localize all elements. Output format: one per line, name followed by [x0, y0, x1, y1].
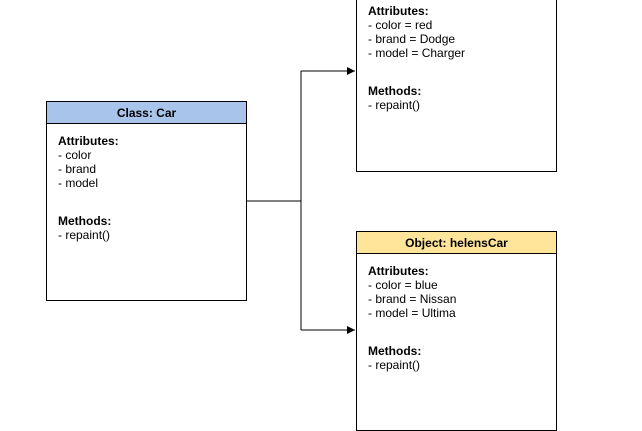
- object-top-attribute: - color = red: [368, 18, 433, 32]
- object-helenscar-method: - repaint(): [368, 358, 421, 372]
- object-top-attributes-title: Attributes:: [368, 4, 429, 18]
- object-top-method: - repaint(): [368, 98, 421, 112]
- class-methods-title: Methods:: [58, 214, 112, 228]
- object-helenscar-body: Attributes: - color = blue - brand = Nis…: [357, 254, 556, 372]
- object-top-methods-title: Methods:: [368, 84, 422, 98]
- class-car-body: Attributes: - color - brand - model Meth…: [47, 124, 246, 242]
- object-top-attribute: - brand = Dodge: [368, 32, 456, 46]
- class-attribute: - color: [58, 148, 92, 162]
- object-helenscar-attributes-title: Attributes:: [368, 264, 429, 278]
- object-helenscar-attribute: - model = Ultima: [368, 306, 456, 320]
- class-attribute: - brand: [58, 162, 97, 176]
- object-helenscar-attribute: - color = blue: [368, 278, 438, 292]
- object-top-attribute: - model = Charger: [368, 46, 466, 60]
- class-method: - repaint(): [58, 228, 111, 242]
- object-helenscar-box[interactable]: Object: helensCar Attributes: - color = …: [356, 231, 557, 431]
- object-helenscar-header: Object: helensCar: [357, 232, 556, 254]
- object-top-body: Attributes: - color = red - brand = Dodg…: [357, 0, 556, 112]
- class-car-header: Class: Car: [47, 102, 246, 124]
- object-helenscar-attribute: - brand = Nissan: [368, 292, 457, 306]
- class-attributes-title: Attributes:: [58, 134, 119, 148]
- class-car-box[interactable]: Class: Car Attributes: - color - brand -…: [46, 101, 247, 301]
- class-attribute: - model: [58, 176, 99, 190]
- object-helenscar-methods-title: Methods:: [368, 344, 422, 358]
- object-top-box[interactable]: Attributes: - color = red - brand = Dodg…: [356, 0, 557, 172]
